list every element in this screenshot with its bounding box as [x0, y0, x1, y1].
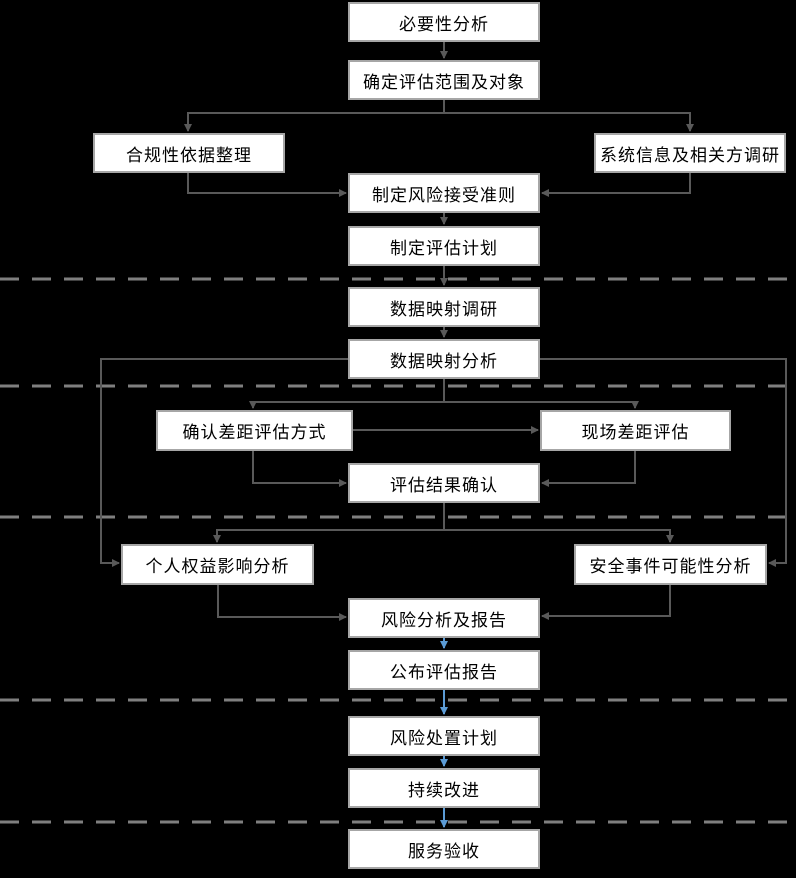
flow-node-label: 数据映射调研: [390, 299, 498, 319]
connector-line: [444, 529, 674, 543]
flow-node-label: 公布评估报告: [390, 662, 498, 682]
connector-line: [444, 401, 639, 409]
flow-node-system-info-survey: 系统信息及相关方调研: [594, 133, 786, 173]
flow-node-data-mapping-survey: 数据映射调研: [348, 287, 540, 327]
connector-line: [541, 451, 636, 487]
flow-node-label: 确定评估范围及对象: [363, 72, 525, 92]
flow-node-label: 制定风险接受准则: [372, 185, 516, 205]
flow-node-publish-report: 公布评估报告: [348, 650, 540, 690]
flow-node-result-confirmation: 评估结果确认: [348, 463, 540, 503]
flow-node-label: 确认差距评估方式: [182, 423, 327, 442]
connector-line: [184, 100, 445, 132]
connector-line: [252, 451, 347, 487]
connector-line: [541, 585, 671, 620]
flow-node-label: 持续改进: [408, 780, 480, 800]
connector-line: [540, 358, 787, 567]
flow-node-label: 必要性分析: [399, 14, 489, 34]
flow-node-label: 风险分析及报告: [381, 610, 507, 630]
flow-node-label: 评估结果确认: [390, 475, 498, 495]
flow-node-label: 个人权益影响分析: [145, 557, 290, 576]
connector-line: [217, 585, 347, 621]
connector-line: [100, 358, 348, 567]
flow-node-risk-treatment-plan: 风险处置计划: [348, 716, 540, 756]
flow-node-label: 数据映射分析: [390, 351, 498, 371]
connector-line: [249, 379, 445, 409]
flow-node-assessment-plan: 制定评估计划: [348, 226, 540, 266]
flow-node-onsite-gap-assessment: 现场差距评估: [540, 410, 731, 451]
connector-line: [444, 112, 694, 132]
flow-node-label: 风险处置计划: [390, 728, 498, 748]
phase-dividers: [0, 277, 790, 824]
flow-node-label: 系统信息及相关方调研: [600, 145, 780, 165]
flow-node-label: 安全事件可能性分析: [589, 557, 752, 576]
flow-node-define-scope: 确定评估范围及对象: [348, 60, 540, 100]
connector-line: [187, 173, 347, 197]
flow-node-service-acceptance: 服务验收: [348, 829, 540, 869]
flow-node-compliance-basis: 合规性依据整理: [93, 133, 285, 173]
connector-line: [213, 503, 445, 543]
flow-node-continuous-improvement: 持续改进: [348, 768, 540, 808]
flow-node-necessity-analysis: 必要性分析: [348, 2, 540, 42]
flow-node-risk-analysis-report: 风险分析及报告: [348, 598, 540, 638]
flow-node-label: 服务验收: [408, 841, 480, 861]
flow-node-label: 制定评估计划: [390, 238, 498, 258]
connectors: [100, 42, 787, 828]
flow-node-data-mapping-analysis: 数据映射分析: [348, 339, 540, 379]
connector-line: [541, 173, 691, 197]
flow-node-risk-acceptance-criteria: 制定风险接受准则: [348, 173, 540, 213]
flow-node-incident-likelihood: 安全事件可能性分析: [574, 544, 767, 585]
flow-node-label: 合规性依据整理: [126, 145, 252, 165]
flow-node-gap-assessment-method: 确认差距评估方式: [156, 410, 353, 451]
flow-node-label: 现场差距评估: [581, 423, 690, 442]
flow-node-personal-rights-impact: 个人权益影响分析: [121, 544, 314, 585]
